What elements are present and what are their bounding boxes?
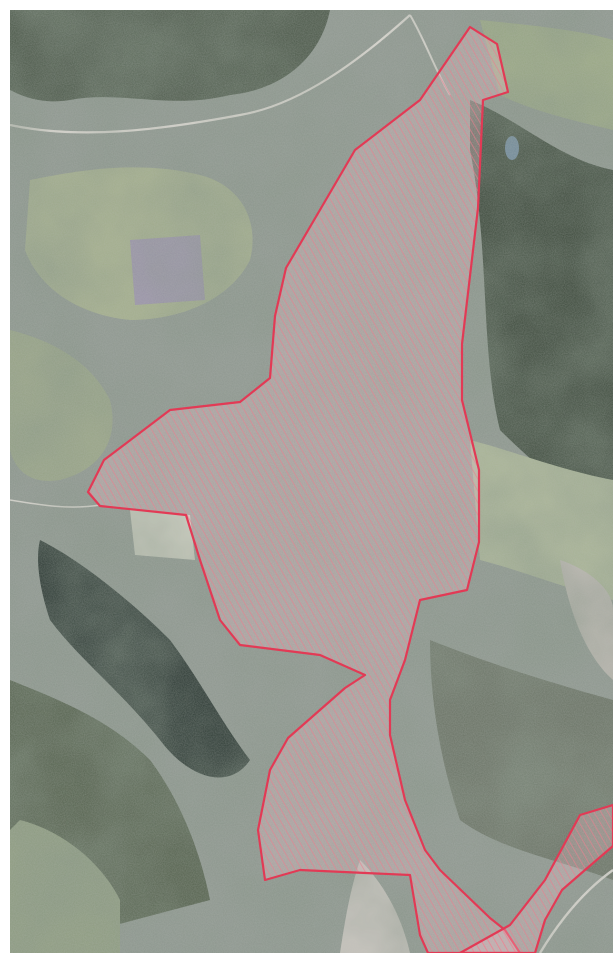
hatched-zone-southeast[interactable]: [458, 803, 613, 953]
zone-overlay-layer: [86, 25, 613, 953]
hatched-zone-main[interactable]: [86, 25, 522, 953]
orthophoto-layer: [10, 10, 613, 953]
